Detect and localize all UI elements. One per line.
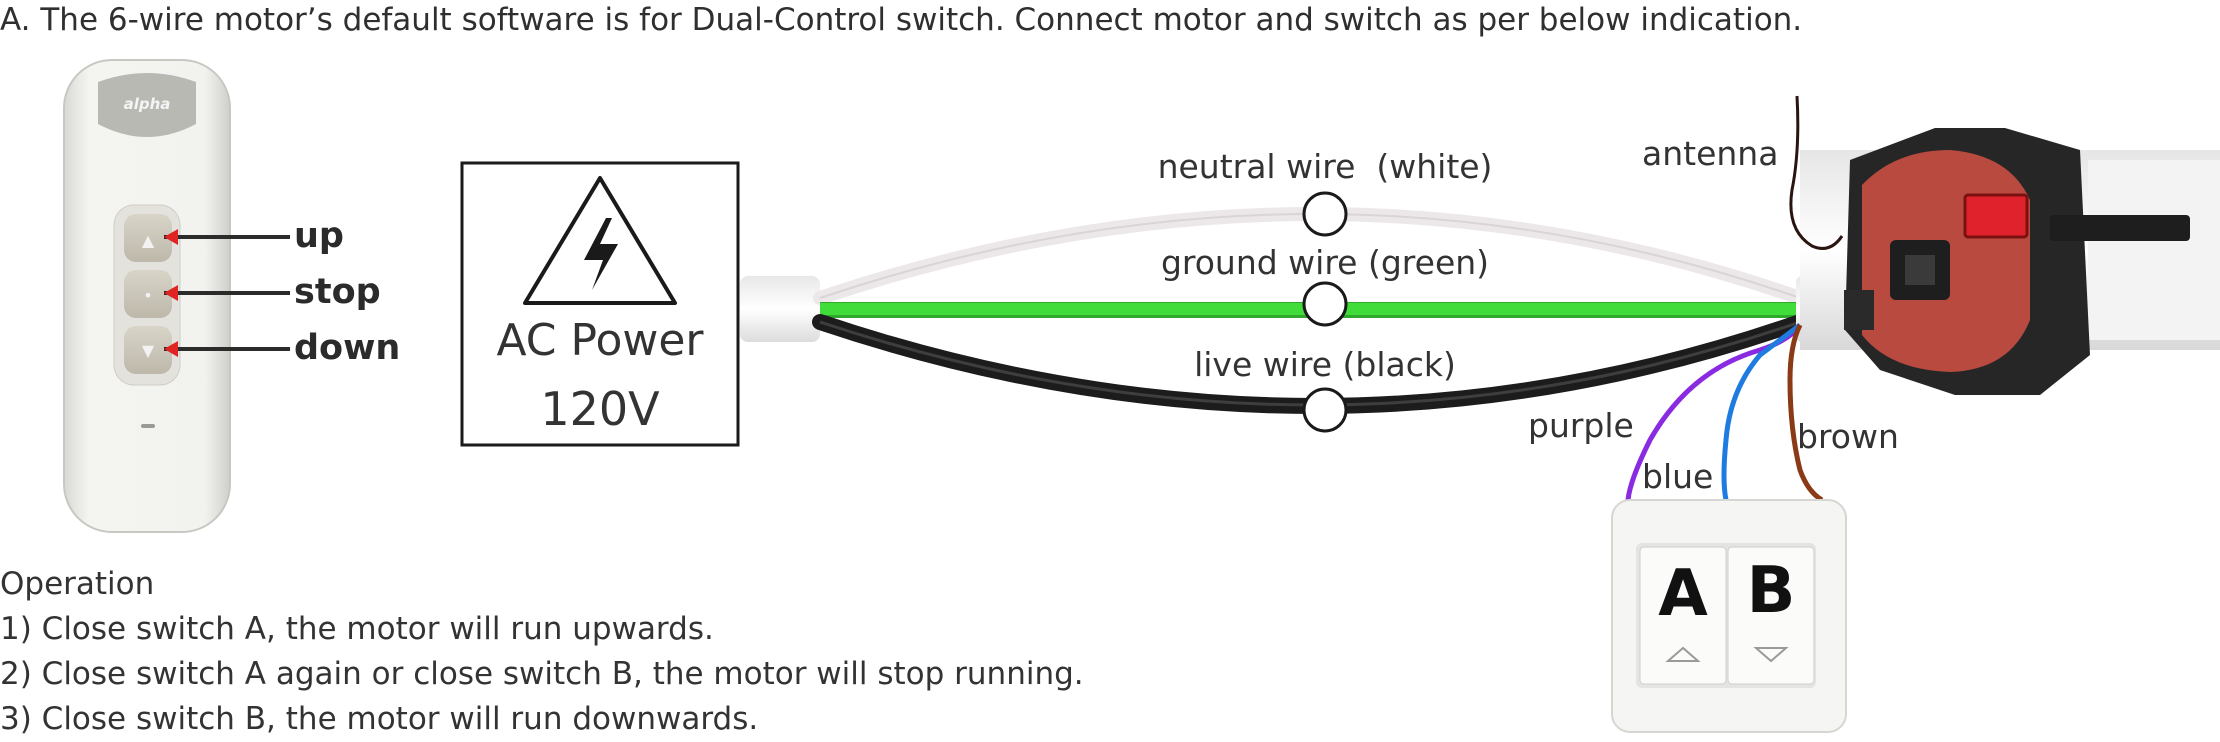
remote-callouts: up stop down <box>164 216 400 368</box>
motor-tube-end <box>2088 160 2220 340</box>
operation-step-2: 2) Close switch A again or close switch … <box>0 656 1084 692</box>
motor-limit-adjuster-inner <box>1905 255 1935 285</box>
instruction-heading: A. The 6-wire motor’s default software i… <box>0 2 1803 38</box>
motor-program-button <box>1963 193 2029 239</box>
power-label-line1: AC Power <box>496 315 704 366</box>
remote-up-button[interactable] <box>124 214 172 262</box>
switch-b-label: B <box>1747 554 1796 628</box>
ac-power-box: AC Power 120V <box>460 161 740 447</box>
remote-down-button[interactable] <box>124 326 172 374</box>
brown-wire <box>1787 323 1824 503</box>
dual-wall-switch: A B <box>1611 499 1847 733</box>
neutral-marker <box>1302 191 1348 237</box>
ground-wire-label: ground wire (green) <box>1161 243 1489 282</box>
motor-mount-bracket <box>2050 215 2190 241</box>
remote-brand-logo: alpha <box>124 95 171 113</box>
ground-marker <box>1302 281 1348 327</box>
motor-cable-gland <box>1844 290 1874 330</box>
down-arrow-icon: ▼ <box>142 341 155 360</box>
down-label: down <box>294 328 400 368</box>
blue-wire <box>1721 323 1802 501</box>
neutral-wire-label: neutral wire (white) <box>1158 147 1493 186</box>
warning-triangle-icon <box>523 176 677 305</box>
switch-a-up-arrow-icon <box>1665 646 1701 662</box>
purple-wire-label: purple <box>1528 406 1634 445</box>
remote-indicator-light <box>141 424 155 428</box>
antenna-wire <box>1789 95 1844 250</box>
tubular-motor <box>1800 128 2220 395</box>
brown-wire-label: brown <box>1797 417 1899 456</box>
wire-labels: neutral wire (white) ground wire (green)… <box>1158 147 1493 433</box>
antenna-label: antenna <box>1642 134 1778 173</box>
switch-b-down-arrow-icon <box>1753 647 1789 663</box>
operation-instructions: Operation 1) Close switch A, the motor w… <box>0 562 1084 742</box>
operation-title: Operation <box>0 566 155 602</box>
remote-control: alpha ▲ • ▼ <box>63 59 231 533</box>
switch-b[interactable] <box>1727 546 1815 685</box>
up-label: up <box>294 216 344 256</box>
remote-stop-button[interactable] <box>124 270 172 318</box>
switch-a[interactable] <box>1639 546 1727 685</box>
lightning-bolt-icon <box>584 218 618 290</box>
live-marker <box>1302 387 1348 433</box>
up-callout-arrowhead <box>164 229 178 245</box>
operation-step-1: 1) Close switch A, the motor will run up… <box>0 611 714 647</box>
switch-wires: purple blue brown <box>1528 323 1899 503</box>
stop-label: stop <box>294 272 381 312</box>
stop-callout-arrowhead <box>164 285 178 301</box>
power-label-line2: 120V <box>540 382 660 436</box>
switch-a-label: A <box>1658 557 1708 631</box>
remote-top-badge <box>98 73 196 137</box>
down-callout-arrowhead <box>164 341 178 357</box>
cable-left-sheath <box>740 276 820 342</box>
blue-wire-label: blue <box>1642 457 1713 496</box>
operation-step-3: 3) Close switch B, the motor will run do… <box>0 701 759 737</box>
stop-dot-icon: • <box>143 286 152 305</box>
up-arrow-icon: ▲ <box>142 231 155 250</box>
live-wire-label: live wire (black) <box>1194 345 1456 384</box>
